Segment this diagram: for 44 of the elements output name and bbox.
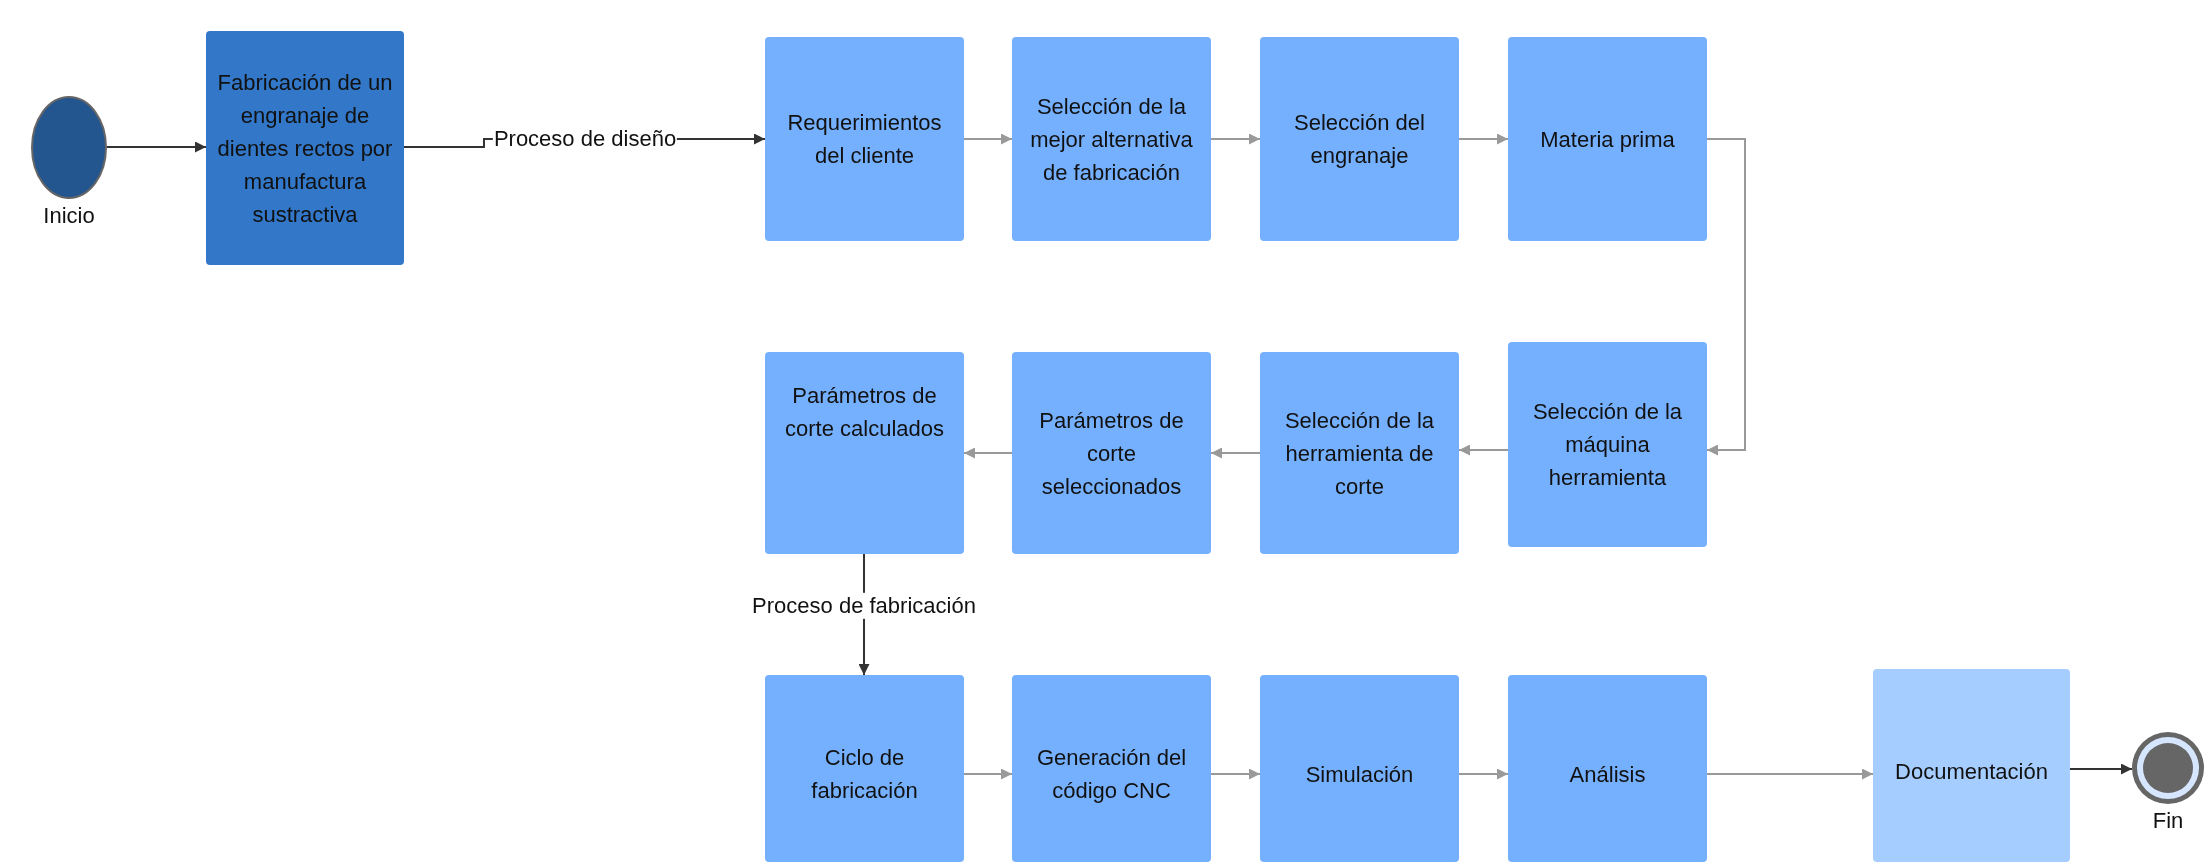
process-box <box>765 675 964 862</box>
box-label: Selección de la mejor alternativa de fabricación <box>1029 92 1194 187</box>
process-box <box>1508 37 1707 241</box>
arrow <box>1210 133 1261 145</box>
arrow <box>106 141 207 153</box>
box-label: Simulación <box>1305 760 1414 789</box>
arrow <box>2069 763 2133 775</box>
process-box <box>1012 675 1211 862</box>
process-box <box>1508 342 1707 547</box>
arrow <box>1210 768 1261 780</box>
process-box <box>1873 669 2070 862</box>
edge-label: Proceso de fabricación <box>751 592 977 620</box>
process-box <box>1260 37 1459 241</box>
process-box <box>1260 675 1459 862</box>
process-box <box>1508 675 1707 862</box>
box-label: Análisis <box>1569 760 1646 789</box>
process-box <box>1012 37 1211 241</box>
process-box <box>765 352 964 554</box>
box-label: Parámetros de corte seleccionados <box>1038 406 1185 501</box>
arrow <box>1458 768 1509 780</box>
process-box <box>765 37 964 241</box>
arrow <box>1210 447 1261 459</box>
process-box <box>206 31 404 265</box>
box-label: Selección del engranaje <box>1293 109 1426 170</box>
box-label: Ciclo de fabricación <box>810 744 919 805</box>
box-label: Fabricación de un engranaje de dientes rectos por manufactura sustractiva <box>216 68 394 229</box>
arrow <box>963 447 1013 459</box>
arrow <box>963 133 1013 145</box>
node-label: Inicio <box>43 203 95 229</box>
arrow <box>1458 133 1509 145</box>
box-label: Selección de la herramienta de corte <box>1283 406 1436 501</box>
node-label: Fin <box>2152 808 2184 834</box>
arrow <box>963 768 1013 780</box>
box-label: Parámetros de corte calculados <box>784 382 945 443</box>
box-label: Selección de la máquina herramienta <box>1531 398 1684 492</box>
box-label: Documentación <box>1895 757 2048 786</box>
box-label: Materia prima <box>1540 125 1675 154</box>
process-box <box>1012 352 1211 554</box>
process-box <box>1260 352 1459 554</box>
arrow <box>1458 444 1509 456</box>
arrow <box>1706 138 1746 456</box>
box-label: Generación del código CNC <box>1035 744 1188 805</box>
arrow <box>1706 768 1874 780</box>
box-label: Requerimientos del cliente <box>786 109 943 170</box>
